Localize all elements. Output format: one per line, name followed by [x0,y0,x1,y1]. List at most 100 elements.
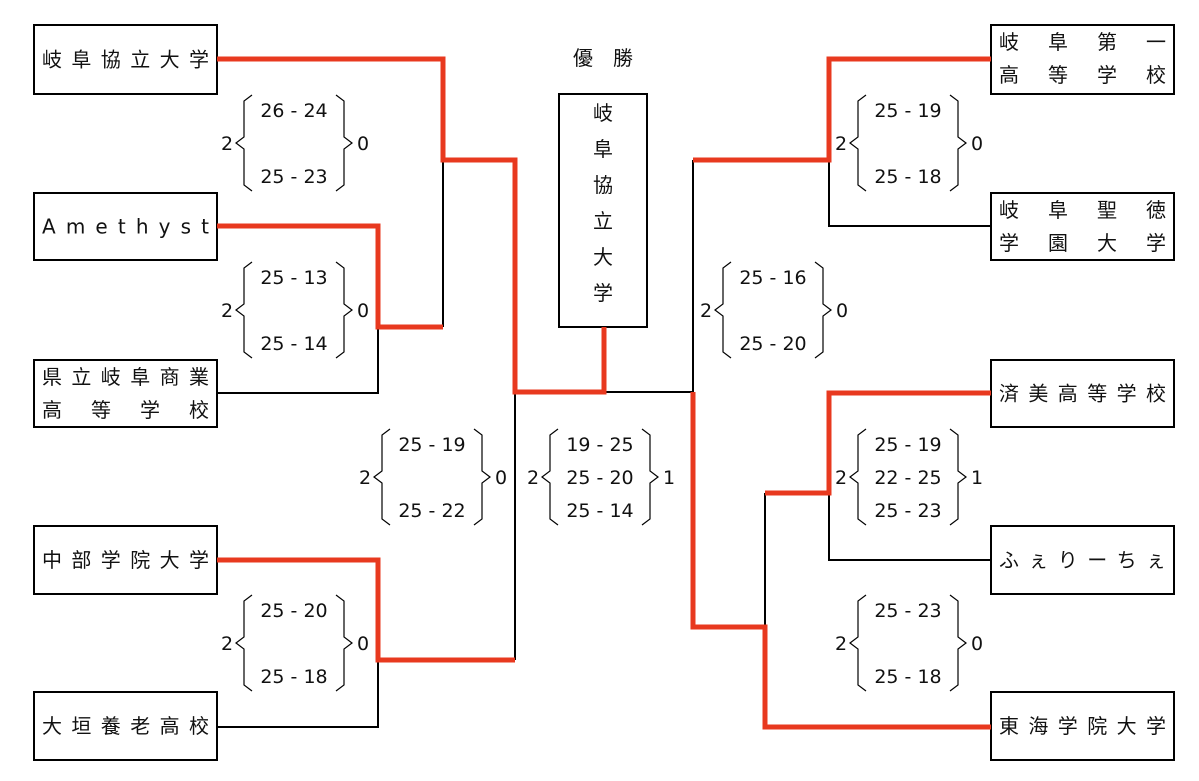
set-score: 25 - 23 [874,600,941,622]
winner-path [217,557,515,663]
team-t10: 東海学院大学 [990,691,1175,761]
set-score: 25 - 18 [260,666,327,688]
team-t5: 大垣養老高校 [33,691,218,761]
bracket-line [828,160,991,227]
right-brace [949,594,967,692]
match-score-m6: 2 0 25 - 19 25 - 18 [835,94,983,192]
left-sets-won: 2 [835,467,847,489]
right-sets-won: 0 [971,633,983,655]
left-brace [849,594,867,692]
match-score-m2: 2 0 25 - 13 25 - 14 [221,261,369,359]
set-score: 25 - 23 [260,166,327,188]
set-score: 25 - 19 [874,100,941,122]
left-brace [373,428,391,526]
team-box [990,359,1175,428]
left-sets-won: 2 [221,133,233,155]
right-sets-won: 0 [971,133,983,155]
right-brace [335,94,353,192]
set-score: 19 - 25 [566,434,633,456]
right-brace [814,261,832,359]
right-sets-won: 1 [663,467,675,489]
team-name: 高 等 学 校 [42,398,209,422]
right-sets-won: 0 [357,300,369,322]
champion-frame [558,93,648,328]
bracket-line [828,493,991,561]
match-score-m1: 2 0 26 - 24 25 - 23 [221,94,369,192]
winner-path [217,223,443,330]
bracket-line [217,660,379,728]
champion-char: 岐 [593,101,613,125]
champion-box: 岐阜協立大学 [558,93,648,328]
team-box [33,359,218,428]
winner-path [217,56,607,395]
left-sets-won: 2 [221,633,233,655]
left-sets-won: 2 [700,300,712,322]
team-t1: 岐阜協立大学 [33,24,218,95]
left-sets-won: 2 [359,467,371,489]
team-t4: 中部学院大学 [33,525,218,595]
winner-path [693,56,991,163]
left-sets-won: 2 [221,300,233,322]
winner-path [690,392,991,730]
set-score: 25 - 18 [874,666,941,688]
winner-path [765,390,991,496]
set-score: 26 - 24 [260,100,327,122]
set-score: 25 - 19 [398,434,465,456]
champion-title: 優 勝 [573,46,633,70]
right-sets-won: 0 [836,300,848,322]
right-sets-won: 1 [971,467,983,489]
team-t9: ふぇりーちぇ [990,525,1175,595]
set-score: 25 - 14 [566,500,633,522]
match-score-m9: 2 0 25 - 23 25 - 18 [835,594,983,692]
left-brace [235,594,253,692]
team-box [33,192,218,261]
set-score: 25 - 16 [739,267,806,289]
set-score: 25 - 13 [260,267,327,289]
team-t2: Amethyst [33,192,218,261]
left-brace [235,94,253,192]
bracket-line [217,327,379,394]
match-score-m8: 2 1 25 - 19 22 - 25 25 - 23 [835,428,983,526]
left-sets-won: 2 [527,467,539,489]
team-box [33,24,218,95]
right-brace [473,428,491,526]
set-score: 25 - 19 [874,434,941,456]
team-t8: 済美高等学校 [990,359,1175,428]
champion-char: 大 [593,245,613,269]
set-score: 25 - 20 [739,333,806,355]
left-brace [541,428,559,526]
left-brace [235,261,253,359]
match-score-m5: 2 1 19 - 25 25 - 20 25 - 14 [527,428,675,526]
right-sets-won: 0 [357,133,369,155]
team-name: 岐 阜 第 一 [999,30,1166,54]
right-sets-won: 0 [495,467,507,489]
right-brace [335,594,353,692]
team-name: 岐 阜 聖 徳 [999,198,1166,222]
right-brace [949,428,967,526]
left-brace [714,261,732,359]
left-sets-won: 2 [835,633,847,655]
team-t7: 岐 阜 聖 徳学 園 大 学 [990,192,1175,261]
champion-char: 立 [593,209,613,233]
champion-char: 学 [593,281,613,305]
champion-char: 阜 [593,137,613,161]
match-score-m4: 2 0 25 - 19 25 - 22 [359,428,507,526]
set-score: 22 - 25 [874,467,941,489]
left-brace [849,94,867,192]
set-score: 25 - 23 [874,500,941,522]
team-box [33,525,218,595]
left-sets-won: 2 [835,133,847,155]
set-score: 25 - 20 [566,467,633,489]
champion-char: 協 [593,173,613,197]
set-score: 25 - 14 [260,333,327,355]
match-score-m7: 2 0 25 - 16 25 - 20 [700,261,848,359]
team-box [990,525,1175,595]
right-sets-won: 0 [357,633,369,655]
team-name: 高 等 学 校 [999,63,1166,87]
set-score: 25 - 18 [874,166,941,188]
team-box [990,24,1175,95]
set-score: 25 - 22 [398,500,465,522]
left-brace [849,428,867,526]
